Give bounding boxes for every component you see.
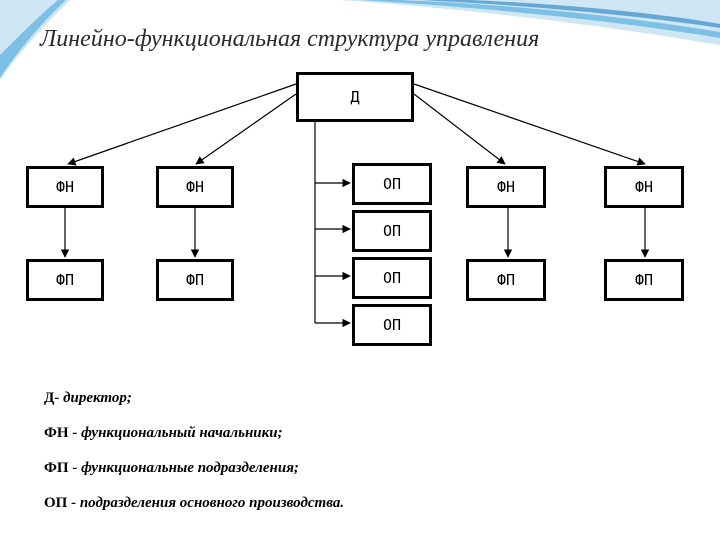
box-op-4: ОП [352,304,432,346]
box-fn-1: ФН [26,166,104,208]
legend-row-fn: ФН - функциональный начальники; [44,423,684,443]
box-fp-3: ФП [466,259,546,301]
box-fn-4: ФН [604,166,684,208]
org-chart-connectors [60,83,650,328]
legend-text: функциональные подразделения; [81,460,299,476]
box-op-3: ОП [352,257,432,299]
box-op-1: ОП [352,163,432,205]
legend-row-op: ОП - подразделения основного производств… [44,493,684,513]
box-fn-3: ФН [466,166,546,208]
legend-row-fp: ФП - функциональные подразделения; [44,458,684,478]
box-fp-1: ФП [26,259,104,301]
arrow-director-to-fn-2 [195,93,297,165]
legend: Д- директор; ФН - функциональный начальн… [44,388,684,528]
legend-sep: - [67,495,80,511]
header-decoration [0,0,720,80]
box-fp-2: ФП [156,259,234,301]
legend-text: директор; [63,390,132,406]
page-title: Линейно-функциональная структура управле… [40,26,540,52]
legend-text: функциональный начальники; [81,425,283,441]
arrow-director-to-fn-1 [67,83,297,166]
decor-swoosh-left [0,0,70,80]
legend-key: ФП [44,460,69,476]
legend-row-director: Д- директор; [44,388,684,408]
box-op-2: ОП [352,210,432,252]
legend-sep: - [54,390,64,406]
legend-key: Д [44,390,55,406]
box-fn-2: ФН [156,166,234,208]
legend-key: ФН [44,425,69,441]
arrow-director-to-fn-4 [413,83,646,166]
legend-key: ОП [44,495,68,511]
legend-sep: - [68,425,82,441]
arrow-director-to-fn-3 [413,93,506,165]
legend-sep: - [68,460,82,476]
box-fp-4: ФП [604,259,684,301]
legend-text: подразделения основного производства. [79,495,345,511]
box-director: Д [296,72,414,122]
